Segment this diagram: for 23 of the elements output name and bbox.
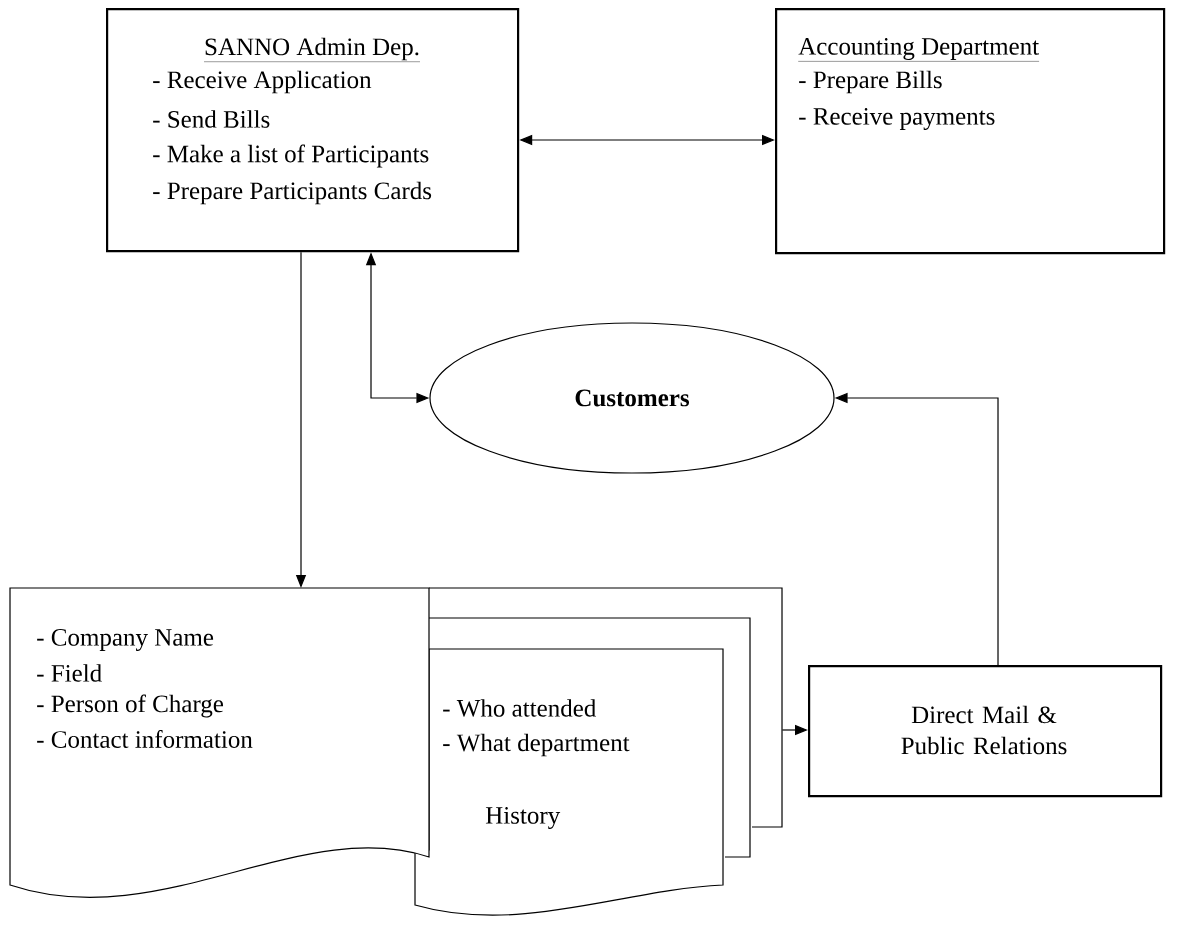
box-label: Direct Mail & Public Relations — [901, 705, 1067, 755]
document — [9, 587, 430, 898]
process-box — [106, 8, 520, 253]
heading: SANNO Admin Dep. — [203, 37, 421, 62]
ellipse — [429, 322, 835, 474]
ellipse-label: Customers — [575, 389, 689, 407]
document-stack — [414, 587, 783, 916]
list-item: - Receive payments — [799, 108, 995, 130]
list-item: - Person of Charge — [37, 694, 224, 718]
list-item: - Field — [37, 664, 102, 682]
process-box — [775, 8, 1166, 255]
list-item: - Company Name — [37, 629, 214, 651]
list-item: - Receive Application — [153, 70, 372, 94]
list-item: - What department — [443, 733, 630, 757]
list-item: History — [485, 807, 561, 829]
list-item: - Make a list of Participants — [153, 144, 429, 168]
list-item: - Prepare Bills — [799, 70, 942, 94]
list-item: - Prepare Participants Cards — [153, 181, 432, 205]
process-box — [808, 665, 1163, 798]
heading: Accounting Department — [798, 38, 1040, 62]
list-item: - Who attended — [443, 699, 597, 717]
list-item: - Contact information — [37, 730, 253, 748]
list-item: - Send Bills — [153, 110, 270, 128]
